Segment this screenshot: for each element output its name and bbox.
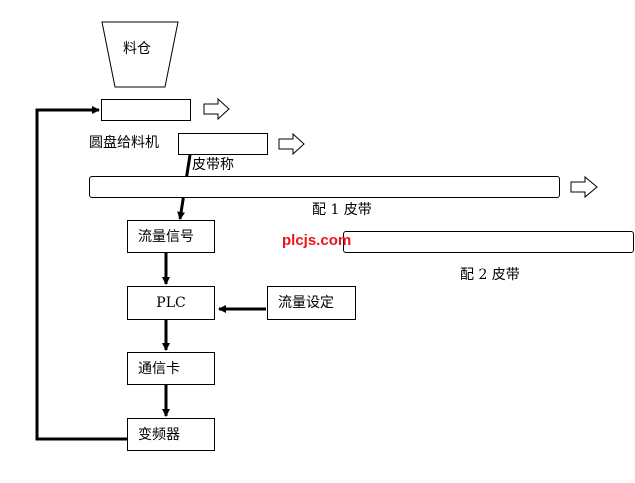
disc-feeder-box [101,99,191,121]
comm-card-label: 通信卡 [138,360,180,377]
plc-label: PLC [156,295,186,311]
disc-feeder-label: 圆盘给料机 [89,135,159,151]
inverter-box: 变频器 [127,418,215,451]
watermark-text: plcjs.com [282,232,352,249]
belt-scale-box [178,133,268,155]
hopper-shape [101,21,179,88]
inverter-label: 变频器 [138,426,180,443]
plc-box: PLC [127,286,215,320]
direction-arrow-icon [278,132,305,156]
comm-card-box: 通信卡 [127,352,215,385]
flow-signal-label: 流量信号 [138,228,194,245]
flow-signal-box: 流量信号 [127,220,215,253]
belt-scale-label: 皮带称 [192,157,234,173]
flow-setpoint-box: 流量设定 [267,286,356,320]
belt-1-label: 配 1 皮带 [312,202,372,218]
belt-1-bar [89,176,560,198]
flow-setpoint-label: 流量设定 [278,295,334,311]
belt-2-bar [343,231,634,253]
feedback-loop-arrow [35,106,127,441]
direction-arrow-icon [570,175,598,199]
belt-2-label: 配 2 皮带 [460,267,520,283]
hopper-label: 料仓 [123,41,151,57]
direction-arrow-icon [203,97,230,121]
